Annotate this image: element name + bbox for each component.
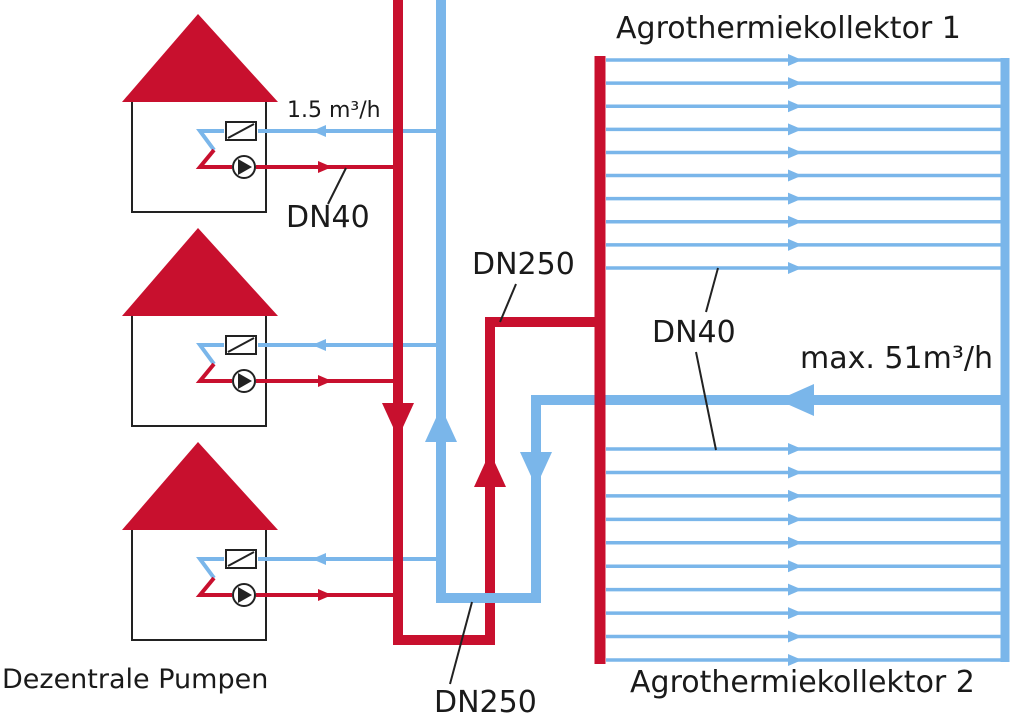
flow-arrow-icon [788, 146, 802, 159]
flow-arrow-icon [788, 513, 802, 526]
flow-arrow-icon [788, 100, 802, 113]
house-roof [122, 228, 278, 316]
house-wall [131, 102, 267, 213]
pump-icon-arrow [238, 587, 252, 603]
house-internal-supply [195, 576, 232, 597]
house-internal-supply [195, 362, 232, 383]
flow-arrow-icon [788, 583, 802, 596]
valve-icon-diagonal [227, 123, 255, 139]
collector-2-title: Agrothermiekollektor 2 [630, 665, 975, 700]
red-supply-trunk [393, 0, 600, 645]
flow-arrow-icon [520, 452, 552, 487]
house-roof [122, 14, 278, 102]
flow-arrow-icon [788, 215, 802, 228]
flow-arrow-icon [318, 589, 332, 601]
house-internal-return [196, 343, 224, 366]
dn250-lower-label: DN250 [434, 685, 537, 720]
flow-arrow-icon [788, 77, 802, 90]
flow-arrow-icon [788, 192, 802, 205]
label-leader-lines [327, 167, 719, 685]
house-roof [122, 442, 278, 530]
flow-arrow-icon [312, 553, 326, 565]
house-internal-return [196, 557, 224, 580]
decentral-pumps-label: Dezentrale Pumpen [2, 664, 269, 695]
flow-arrow-icon [778, 384, 814, 416]
flow-arrow-icon [788, 560, 802, 573]
flow-arrow-icon [788, 489, 802, 502]
flow-arrow-icon [788, 443, 802, 455]
flow-arrow-icon [312, 339, 326, 351]
collector-1-title: Agrothermiekollektor 1 [616, 11, 961, 46]
houses-group [122, 14, 441, 641]
flow-arrow-icon [788, 238, 802, 251]
flow-arrow-icon [425, 407, 457, 442]
dn40-house-leader [327, 167, 347, 205]
main-pipes-group [382, 0, 1005, 645]
pump-icon-arrow [238, 159, 252, 175]
dn40-field-leader-upper [705, 267, 719, 313]
flow-arrow-icon [474, 452, 506, 487]
valve-icon-diagonal [227, 337, 255, 353]
flow-arrow-icon [312, 125, 326, 137]
flow-arrow-icon [788, 169, 802, 182]
house-internal-return [196, 129, 224, 152]
house-wall [131, 530, 267, 641]
house-wall [131, 316, 267, 427]
house-flow-label: 1.5 m³/h [287, 98, 381, 123]
flow-arrow-icon [382, 403, 414, 438]
blue-return-trunk [436, 0, 1005, 603]
collector-fields-group [594, 54, 1010, 666]
valve-icon-diagonal [227, 551, 255, 567]
flow-arrow-icon [788, 262, 802, 274]
pump-icon-arrow [238, 373, 252, 389]
flow-arrow-icon [788, 466, 802, 479]
flow-arrow-icon [318, 161, 332, 173]
dn40-field-label: DN40 [652, 315, 736, 350]
flow-arrow-icon [318, 375, 332, 387]
house-1 [122, 14, 441, 213]
flow-arrow-icon [788, 607, 802, 620]
dn250-upper-leader [499, 283, 517, 323]
flow-arrow-icon [788, 536, 802, 549]
dn40-house-label: DN40 [286, 200, 370, 235]
flow-arrow-icon [788, 123, 802, 136]
flow-arrow-icon [788, 54, 802, 66]
dn40-field-leader-lower [695, 351, 717, 451]
house-internal-supply [195, 148, 232, 169]
max-flow-label: max. 51m³/h [800, 341, 993, 376]
flow-arrow-icon [788, 654, 802, 666]
flow-arrow-icon [788, 630, 802, 643]
house-2 [122, 228, 441, 427]
dn250-lower-leader [449, 601, 473, 685]
dn250-upper-label: DN250 [472, 247, 575, 282]
house-3 [122, 442, 441, 641]
